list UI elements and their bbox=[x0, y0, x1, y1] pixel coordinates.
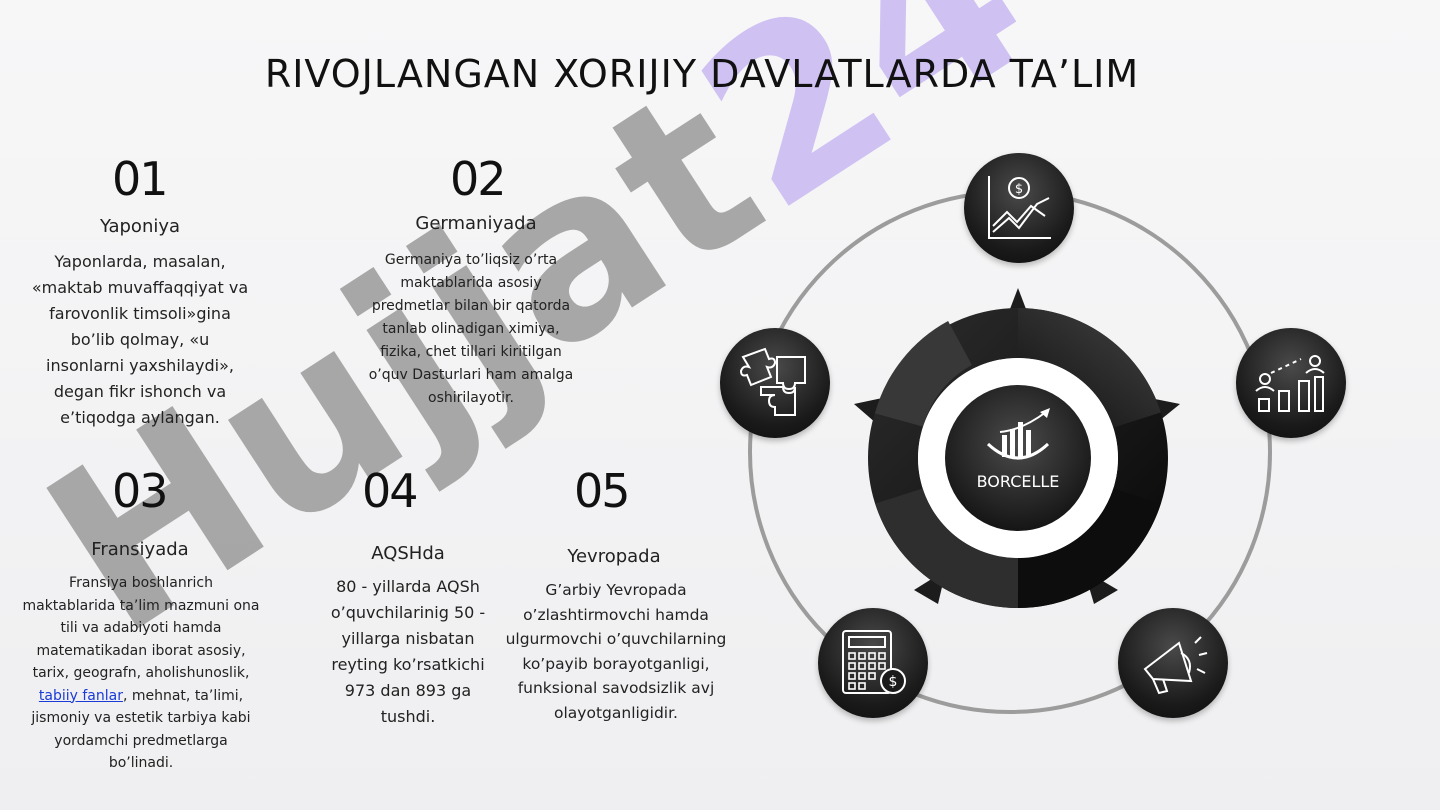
item-number: 04 bbox=[362, 464, 419, 518]
body-line: jismoniy va estetik tarbiya kabi bbox=[31, 710, 251, 726]
cycle-diagram: BORCELLE $ bbox=[700, 130, 1346, 750]
body-line: farovonlik timsoli»gina bbox=[49, 304, 231, 323]
chart-dollar-icon: $ bbox=[988, 176, 1051, 239]
body-line: 80 - yillarda AQSh bbox=[336, 577, 480, 596]
calculator-bubble[interactable]: $ bbox=[818, 608, 928, 718]
megaphone-bubble[interactable] bbox=[1118, 608, 1228, 718]
item-body: Fransiya boshlanrich maktablarida ta’lim… bbox=[5, 572, 277, 775]
body-line: o’quv Dasturlari ham amalga bbox=[368, 367, 574, 383]
chart-dollar-bubble[interactable]: $ bbox=[964, 153, 1074, 263]
puzzle-icon bbox=[739, 347, 806, 416]
body-text: , mehnat, ta’limi, bbox=[122, 687, 244, 704]
growth-people-icon bbox=[1255, 355, 1325, 412]
page-title: RIVOJLANGAN XORIJIY DAVLATLARDA TA’LIM bbox=[264, 52, 1140, 96]
body-line: funksional savodsizlik avj bbox=[517, 679, 715, 697]
svg-text:$: $ bbox=[889, 674, 898, 690]
body-line: bo’lib qolmay, «u bbox=[70, 330, 210, 349]
center-label: BORCELLE bbox=[977, 472, 1060, 491]
body-line: tarix, geografn, aholishunoslik, bbox=[32, 665, 250, 681]
body-line: 973 dan 893 ga bbox=[344, 681, 472, 700]
body-line: G’arbiy Yevropada bbox=[545, 581, 687, 599]
body-line: insonlarni yaxshilaydi», bbox=[46, 356, 234, 375]
cycle-diagram-graphic: BORCELLE bbox=[748, 190, 1272, 714]
body-line: tanlab olinadigan ximiya, bbox=[382, 321, 560, 337]
body-line: olayotganligidir. bbox=[554, 703, 678, 722]
body-line: e’tiqodga aylangan. bbox=[60, 408, 220, 427]
body-line: o’quvchilarinig 50 - bbox=[330, 603, 486, 622]
body-line: bo’linadi. bbox=[108, 755, 174, 771]
body-line: reyting ko’rsatkichi bbox=[331, 655, 485, 674]
item-number: 05 bbox=[574, 464, 631, 518]
body-line: tili va adabiyoti hamda bbox=[60, 620, 222, 636]
svg-text:$: $ bbox=[1015, 182, 1023, 197]
calculator-icon: $ bbox=[842, 630, 906, 694]
item-heading: Fransiyada bbox=[91, 539, 189, 560]
body-line: yordamchi predmetlarga bbox=[54, 732, 228, 749]
item-heading: Yevropada bbox=[567, 546, 661, 567]
item-body: Yaponlarda, masalan, «maktab muvaffaqqiy… bbox=[20, 249, 260, 431]
body-line: ko’payib borayotganligi, bbox=[522, 654, 710, 673]
growth-people-bubble[interactable] bbox=[1236, 328, 1346, 438]
body-line: yillarga nisbatan bbox=[341, 629, 475, 648]
body-line: «maktab muvaffaqqiyat va bbox=[31, 278, 249, 297]
body-line: tabiiy fanlar, mehnat, ta’limi, bbox=[5, 685, 277, 708]
tabiiy-fanlar-link[interactable]: tabiiy fanlar bbox=[38, 687, 123, 704]
item-body: G’arbiy Yevropada o’zlashtirmovchi hamda… bbox=[494, 578, 738, 725]
donut-ring bbox=[868, 308, 1168, 608]
body-line: Fransiya boshlanrich bbox=[69, 575, 213, 591]
body-line: oshirilayotir. bbox=[428, 390, 514, 406]
body-line: fizika, chet tillari kiritilgan bbox=[380, 344, 562, 360]
body-line: Yaponlarda, masalan, bbox=[54, 252, 226, 271]
borcelle-logo-icon bbox=[986, 408, 1050, 460]
body-line: Germaniya to’liqsiz o’rta bbox=[384, 252, 558, 268]
body-line: ulgurmovchi o’quvchilarning bbox=[505, 630, 727, 648]
item-number: 02 bbox=[450, 152, 507, 206]
body-line: tushdi. bbox=[380, 707, 436, 726]
item-number: 03 bbox=[112, 464, 169, 518]
body-line: maktablarida ta’lim mazmuni ona bbox=[22, 597, 260, 614]
item-heading: Yaponiya bbox=[99, 216, 181, 237]
body-line: predmetlar bilan bir qatorda bbox=[371, 298, 571, 314]
megaphone-icon bbox=[1143, 636, 1208, 695]
item-body: 80 - yillarda AQSh o’quvchilarinig 50 - … bbox=[316, 574, 500, 730]
body-line: degan fikr ishonch va bbox=[53, 382, 227, 401]
item-heading: AQSHda bbox=[371, 543, 445, 564]
item-body: Germaniya to’liqsiz o’rta maktablarida a… bbox=[346, 249, 596, 410]
item-heading: Germaniyada bbox=[415, 213, 537, 234]
body-line: matematikadan iborat asosiy, bbox=[36, 642, 246, 659]
body-line: o’zlashtirmovchi hamda bbox=[523, 605, 709, 624]
puzzle-bubble[interactable] bbox=[720, 328, 830, 438]
item-number: 01 bbox=[112, 152, 169, 206]
body-line: maktablarida asosiy bbox=[400, 275, 542, 291]
